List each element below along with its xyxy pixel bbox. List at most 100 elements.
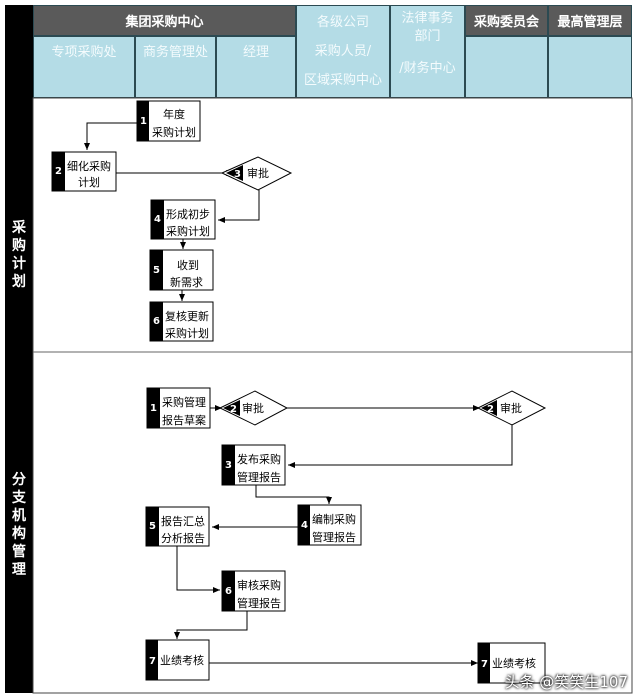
step-box — [146, 507, 159, 546]
step-number: 1 — [150, 403, 157, 414]
step-label: 收到 — [177, 258, 199, 272]
lane-char: 分 — [12, 472, 26, 488]
lane-char: 计 — [12, 255, 26, 272]
step-number: 5 — [153, 265, 160, 276]
decision-shape — [223, 400, 240, 416]
step-number: 2 — [55, 166, 62, 177]
connector-arrow — [84, 122, 137, 150]
lane-label-branch-mgmt: 分 支 机 构 管 理 — [11, 472, 27, 578]
header-top-mgmt: 最高管理层 — [548, 5, 632, 36]
header-branch-line: 各级公司 — [316, 15, 369, 30]
header-group-center: 集团采购中心 — [33, 5, 296, 36]
step-label: 发布采购 — [237, 452, 281, 466]
connectors-lane1 — [84, 122, 260, 301]
connector-arrow — [176, 546, 220, 593]
step-number: 7 — [149, 656, 156, 667]
step-label: 业绩考核 — [160, 653, 204, 667]
step-label: 管理报告 — [237, 596, 281, 610]
step-box — [222, 571, 235, 611]
step-7-performance-a: 7 业绩考核 — [145, 639, 210, 681]
decision-shape — [476, 390, 547, 426]
step-number: 2 — [487, 404, 494, 415]
step-label: 年度 — [163, 107, 185, 121]
step-box — [147, 388, 160, 428]
step-label: 采购计划 — [152, 125, 196, 139]
step-box — [478, 643, 490, 683]
lane-char: 采 — [11, 219, 27, 236]
header-branch-line: 采购人员/ — [314, 44, 372, 59]
header-branch: 各级公司 采购人员/ 区域采购中心 — [296, 5, 390, 98]
step-label: 新需求 — [170, 275, 203, 289]
step-number: 4 — [301, 520, 308, 531]
lane-label-strip — [5, 5, 33, 693]
header-committee-sub — [465, 36, 548, 98]
step-label: 编制采购 — [312, 512, 356, 526]
decision-shape — [220, 156, 293, 191]
header-legal-line: 法律事务 — [401, 11, 454, 26]
decision-shape — [481, 400, 497, 416]
lane-char: 机 — [12, 507, 26, 524]
step-number: 3 — [225, 460, 232, 471]
lane-char: 购 — [12, 237, 26, 254]
lane-char: 划 — [12, 273, 26, 290]
decision-3-approval: 3 审批 — [220, 156, 293, 191]
step-number: 4 — [154, 214, 161, 225]
step-number: 5 — [149, 521, 156, 532]
step-label: 采购管理 — [162, 395, 206, 409]
decision-2-approval-a: 2 审批 — [218, 390, 289, 426]
step-label: 形成初步 — [166, 207, 210, 221]
step-label: 审批 — [247, 166, 269, 180]
header-committee: 采购委员会 — [465, 5, 548, 36]
step-box — [150, 250, 163, 290]
header-manager: 经理 — [216, 36, 296, 98]
lane-char: 支 — [11, 489, 27, 506]
header-legal-line: /财务中心 — [399, 61, 456, 76]
step-label: 复核更新 — [165, 309, 209, 323]
step-number: 1 — [140, 116, 147, 127]
header-business-mgmt: 商务管理处 — [135, 36, 216, 98]
connector-arrow — [174, 611, 248, 639]
step-box — [52, 152, 65, 191]
header-branch-line: 区域采购中心 — [303, 73, 382, 88]
lane-char: 理 — [12, 562, 26, 578]
header-legal: 法律事务 部门 /财务中心 — [390, 5, 465, 98]
step-label: 管理报告 — [312, 530, 356, 544]
decision-shape — [218, 390, 289, 426]
watermark: 头条 @笑笑生107 — [504, 673, 628, 691]
step-label: 审批 — [500, 401, 522, 415]
connector-arrow — [288, 425, 513, 468]
step-label: 细化采购 — [67, 159, 111, 173]
step-label: 业绩考核 — [492, 656, 536, 670]
decision-2-approval-b: 2 审批 — [476, 390, 547, 426]
body-border — [32, 97, 633, 694]
step-label: 分析报告 — [161, 531, 205, 545]
step-label: 采购计划 — [165, 326, 209, 340]
step-7-performance-b: 7 业绩考核 — [477, 642, 546, 684]
lane-label-procurement-plan: 采 购 计 划 — [11, 219, 27, 290]
step-label: 审核采购 — [237, 578, 281, 592]
step-number: 7 — [481, 659, 488, 670]
step-box — [151, 200, 164, 239]
lane-char: 构 — [12, 525, 26, 542]
step-label: 计划 — [78, 176, 100, 189]
lane-char: 管 — [12, 543, 26, 560]
step-number: 3 — [234, 169, 241, 180]
step-box — [298, 505, 310, 545]
connector-arrow — [255, 485, 332, 504]
decision-shape — [226, 165, 243, 181]
step-box — [146, 640, 158, 680]
step-box — [150, 302, 163, 341]
step-number: 6 — [225, 586, 232, 597]
step-label: 管理报告 — [237, 470, 281, 484]
